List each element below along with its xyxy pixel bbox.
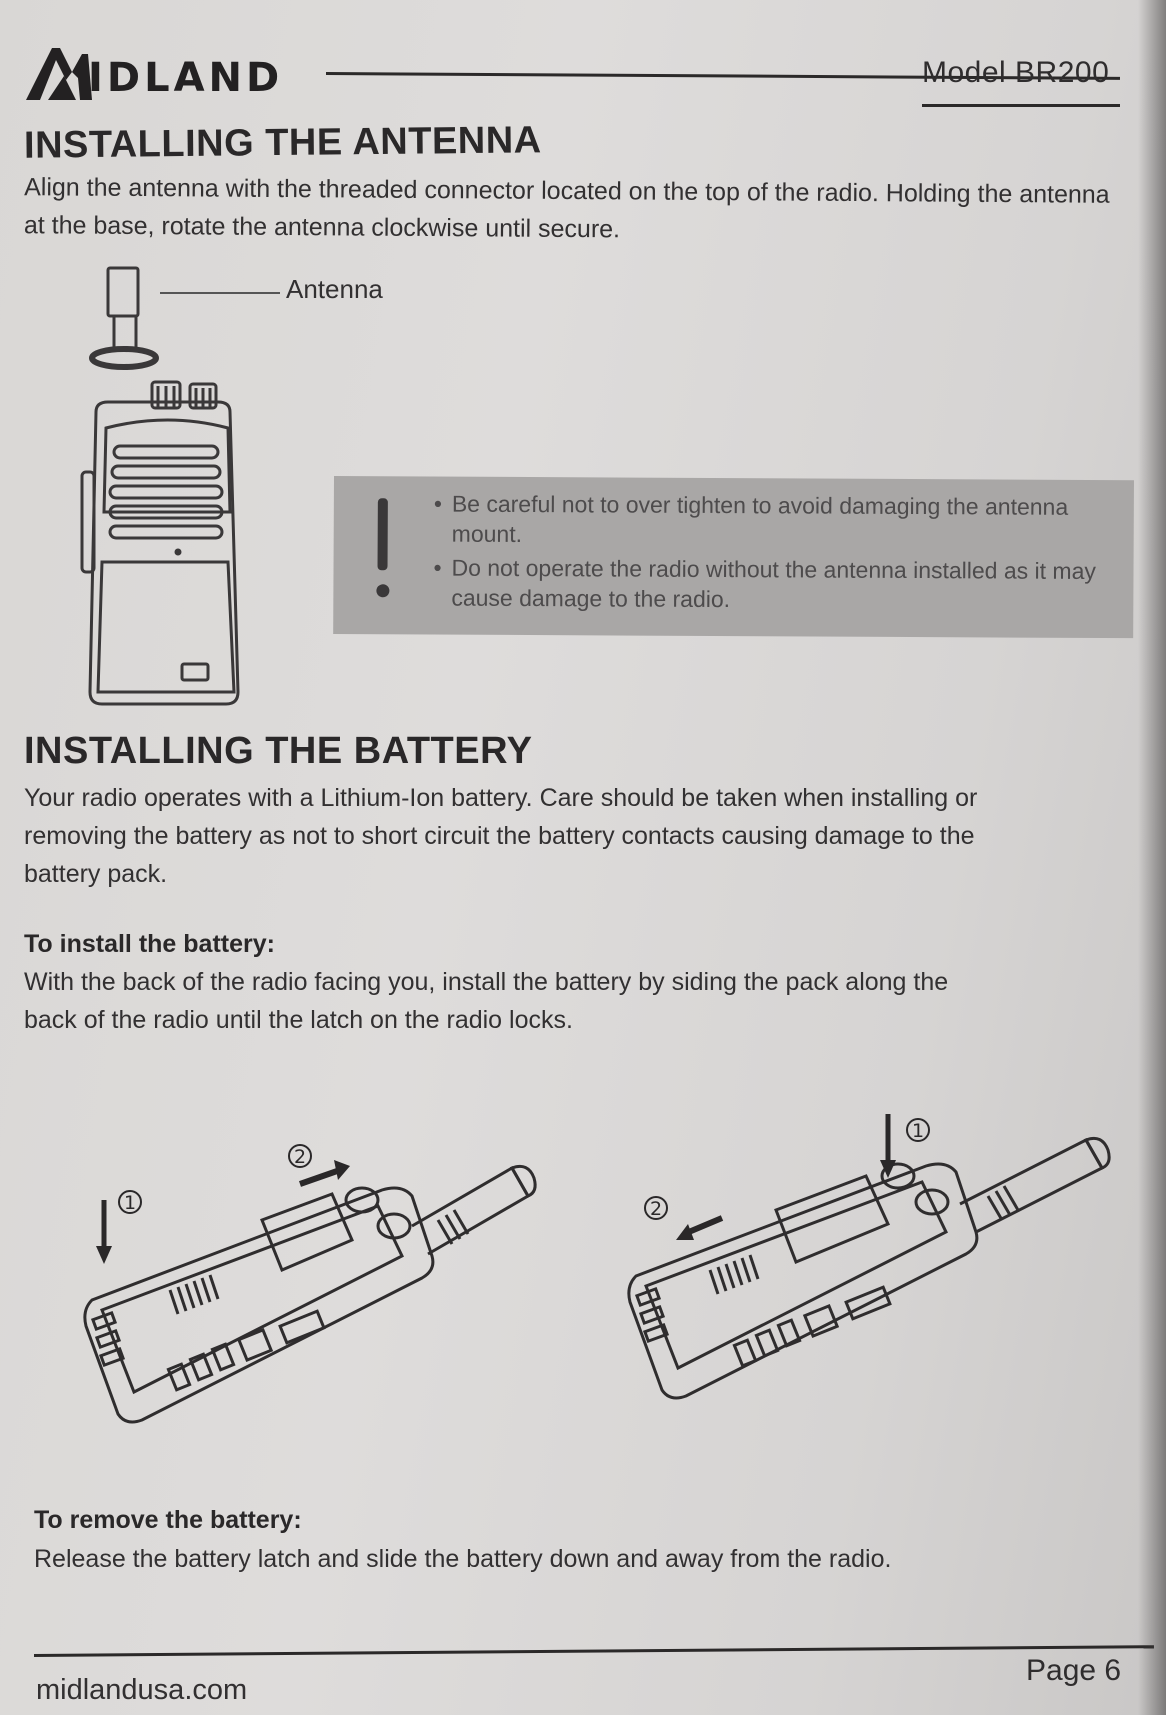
caution-box: Be careful not to over tighten to avoid … bbox=[333, 476, 1134, 639]
footer-website: midlandusa.com bbox=[36, 1674, 248, 1706]
battery-install-illustration-right: 1 2 bbox=[627, 1114, 1111, 1400]
caution-item: Be careful not to over tighten to avoid … bbox=[434, 489, 1124, 553]
footer-rule bbox=[33, 1645, 1154, 1657]
svg-text:1: 1 bbox=[124, 1192, 136, 1214]
antenna-section-title: INSTALLING THE ANTENNA bbox=[23, 119, 542, 167]
midland-logo: IDLAND bbox=[26, 44, 283, 100]
antenna-leader-line bbox=[160, 292, 280, 294]
svg-text:1: 1 bbox=[912, 1120, 924, 1142]
brand-name: IDLAND bbox=[88, 55, 284, 101]
antenna-section-body: Align the antenna with the threaded conn… bbox=[23, 173, 1110, 244]
midland-m-mark-icon bbox=[26, 48, 92, 100]
antenna-callout-label: Antenna bbox=[286, 274, 383, 304]
model-number: Model BR200 bbox=[922, 56, 1110, 89]
radio-front-illustration bbox=[80, 266, 240, 706]
install-battery-body: With the back of the radio facing you, i… bbox=[24, 968, 949, 1034]
exclamation-icon bbox=[376, 498, 391, 598]
page-number: Page 6 bbox=[1026, 1654, 1122, 1687]
model-underline bbox=[922, 104, 1120, 107]
page-edge-shadow bbox=[1138, 0, 1166, 1715]
battery-section-body: Your radio operates with a Lithium-Ion b… bbox=[24, 784, 978, 888]
svg-text:2: 2 bbox=[650, 1198, 662, 1220]
battery-section-title: INSTALLING THE BATTERY bbox=[24, 730, 533, 772]
battery-install-illustration-left: 1 2 bbox=[83, 1144, 537, 1424]
caution-list: Be careful not to over tighten to avoid … bbox=[433, 489, 1124, 621]
caution-item: Do not operate the radio without the ant… bbox=[433, 553, 1123, 617]
svg-text:2: 2 bbox=[294, 1146, 306, 1168]
remove-battery-heading: To remove the battery: bbox=[34, 1506, 302, 1534]
install-battery-heading: To install the battery: bbox=[24, 930, 275, 958]
remove-battery-body: Release the battery latch and slide the … bbox=[34, 1545, 892, 1573]
